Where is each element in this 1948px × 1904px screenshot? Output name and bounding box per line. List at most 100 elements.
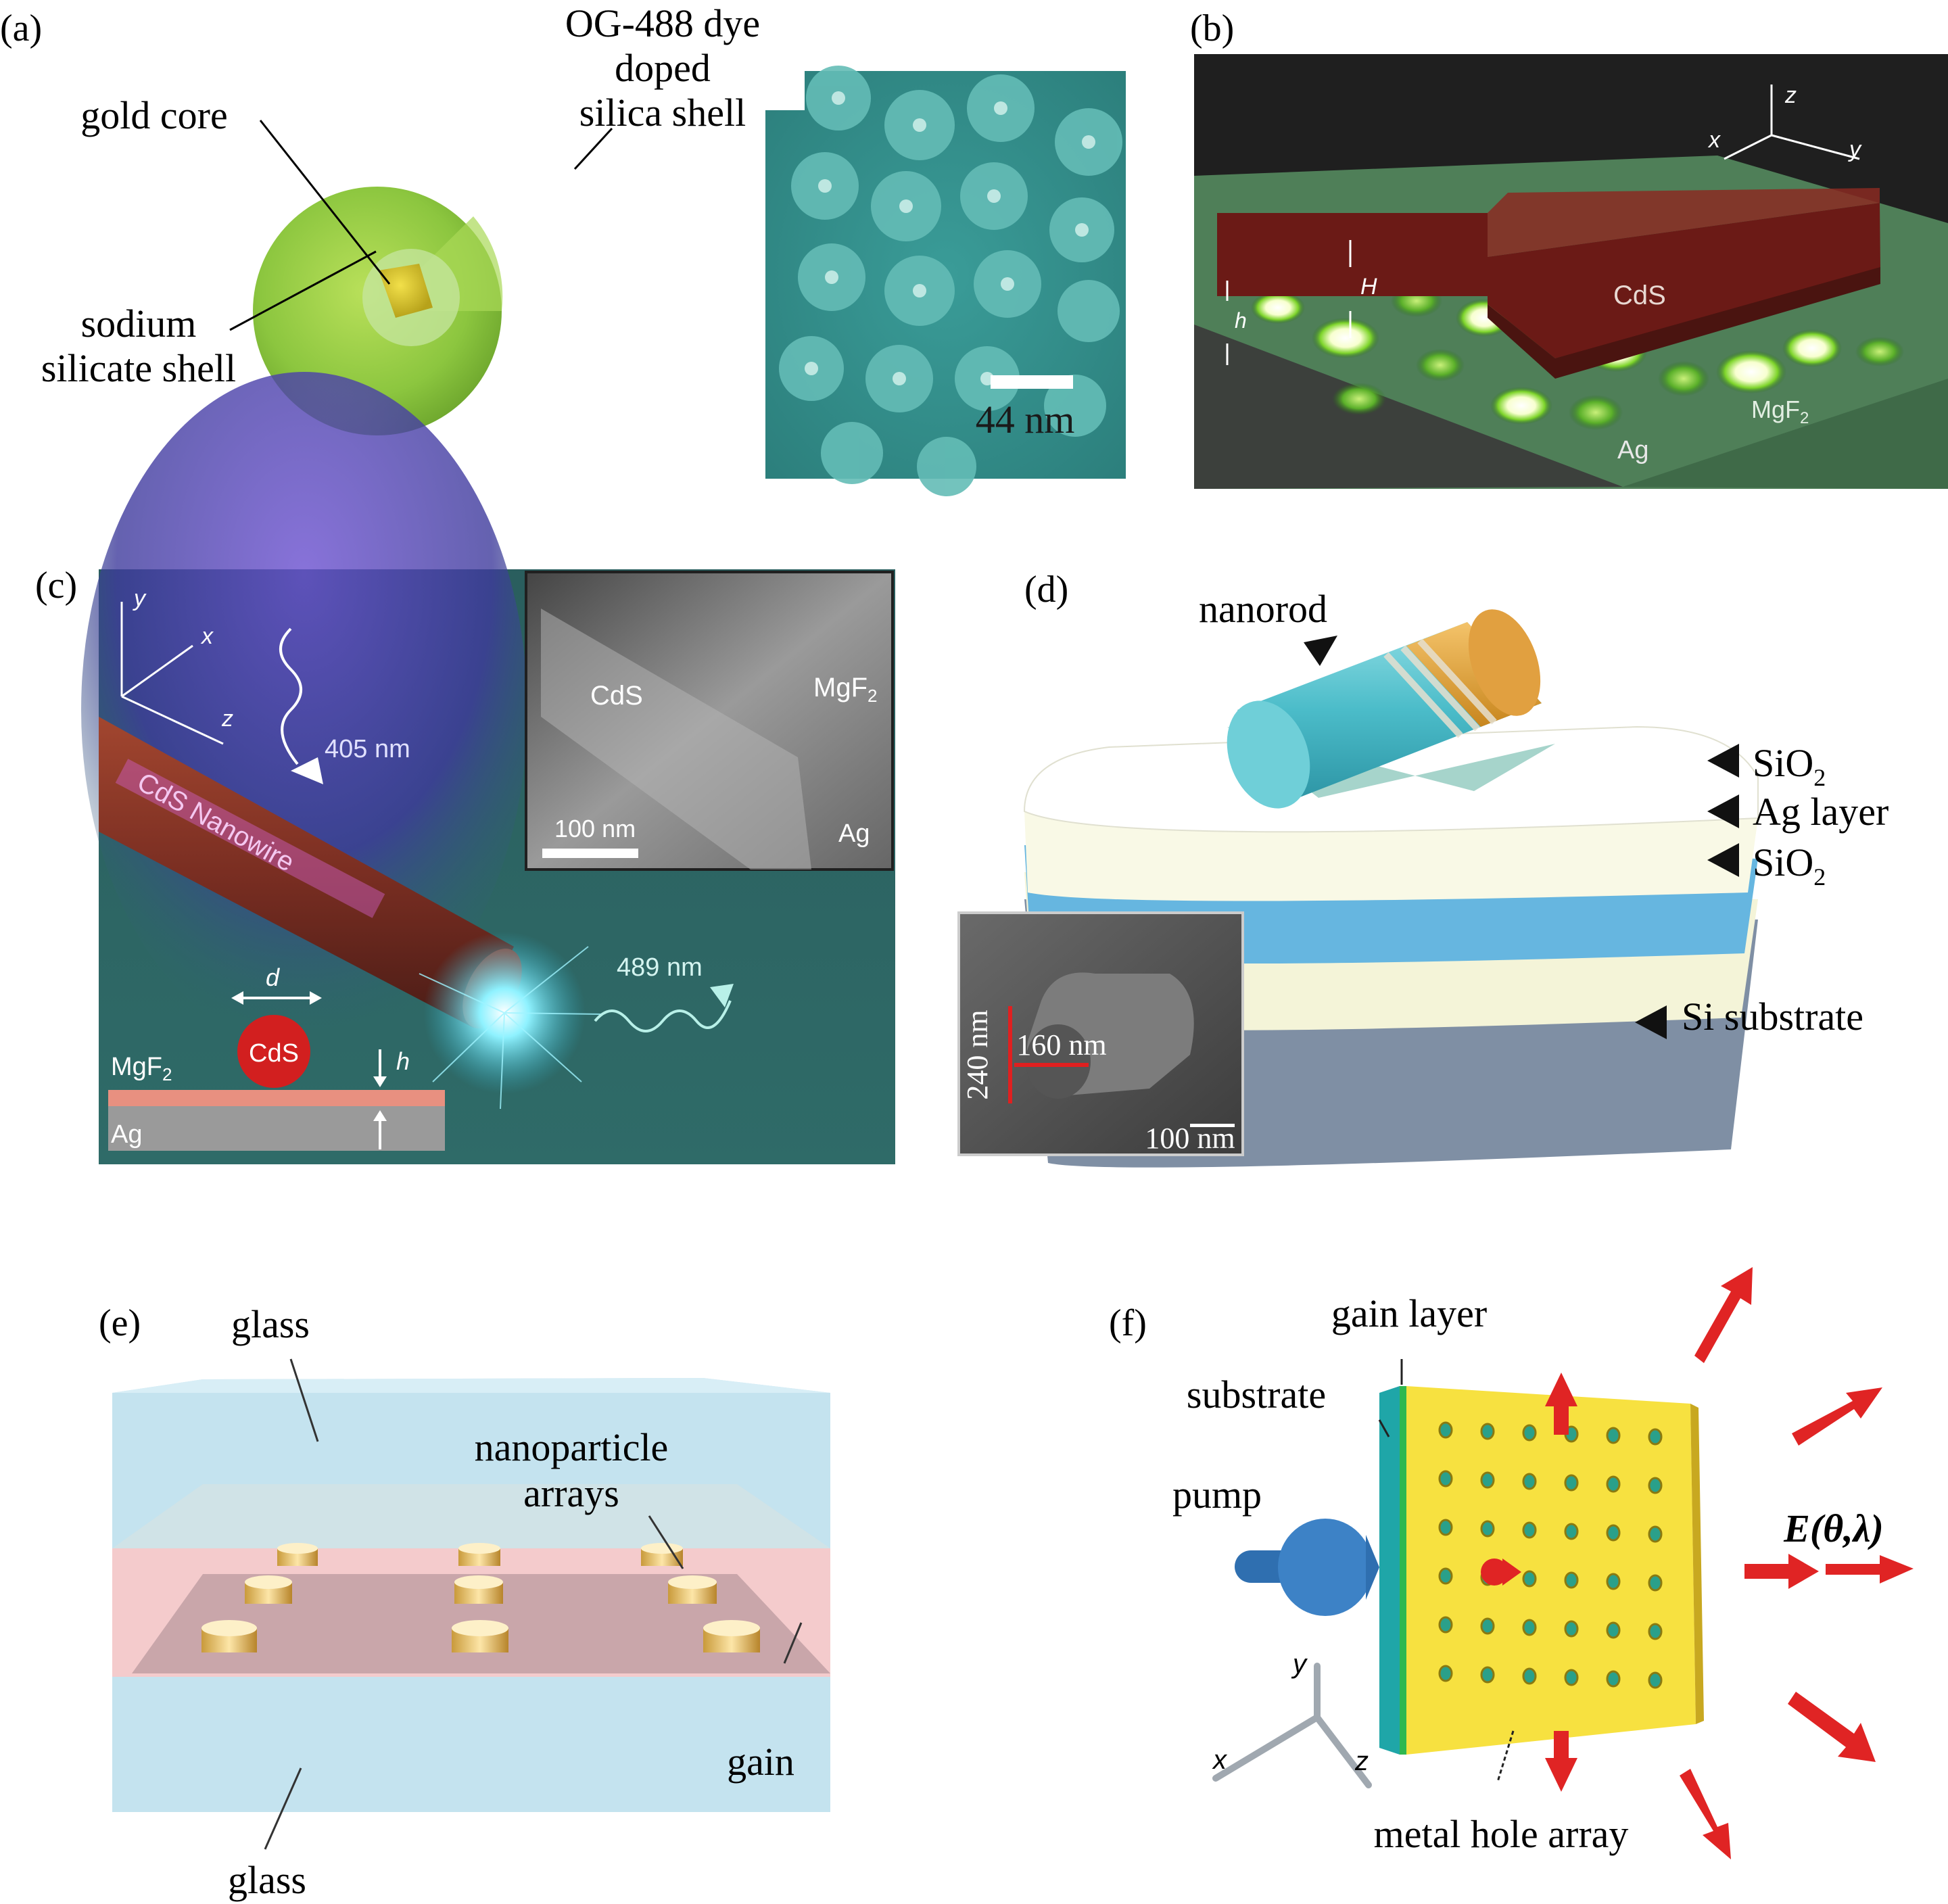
shell-label-line2: doped <box>615 46 711 90</box>
sodium-leader-line <box>229 250 377 331</box>
panel-e-label: (e) <box>99 1302 141 1344</box>
pump-label: pump <box>1172 1473 1262 1517</box>
field-label: E(θ,λ) <box>1783 1506 1884 1550</box>
nano-label-line1: nanoparticle <box>475 1425 669 1469</box>
metal-hole <box>1480 1471 1495 1489</box>
substrate-label: substrate <box>1187 1373 1326 1417</box>
metal-hole <box>1522 1667 1537 1685</box>
sio2-bottom-pointer <box>1707 843 1739 877</box>
panel-b-height-markers <box>1226 240 1352 365</box>
cds-cross-section <box>237 1015 310 1088</box>
metal-hole <box>1606 1573 1621 1590</box>
si-substrate-pointer <box>1635 1005 1667 1039</box>
panel-c-axis-y: y <box>133 586 147 611</box>
panel-e: (e) glass nanoparticle arrays gain glass <box>99 1302 830 1902</box>
ag-layer-pointer <box>1707 794 1739 828</box>
panel-b-axis-y: y <box>1848 137 1862 162</box>
emission-wave-arrow <box>594 1000 732 1032</box>
panel-c-axis-z: z <box>221 706 233 732</box>
sodium-label-line2: silicate shell <box>41 346 236 390</box>
nano-label-line2: arrays <box>523 1471 619 1515</box>
d-arrow-right <box>310 991 322 1005</box>
substrate-layer <box>1379 1386 1400 1755</box>
panel-c-label: (c) <box>35 565 77 606</box>
inset-nanorod-end <box>1026 1024 1091 1099</box>
pump-arrowhead <box>291 757 323 784</box>
shell-leader-line <box>573 127 613 170</box>
panel-f-axis-z: z <box>1354 1746 1369 1776</box>
metal-hole <box>1480 1520 1495 1538</box>
metal-hole <box>1438 1616 1453 1634</box>
metal-hole <box>1522 1521 1537 1539</box>
emission-arrowhead <box>710 984 734 1007</box>
metal-hole <box>1480 1617 1495 1635</box>
panel-b: (b) z y <box>1190 7 1948 489</box>
metal-hole <box>1438 1665 1453 1682</box>
panel-c-axes <box>120 602 224 745</box>
sio2-bottom-label: SiO2 <box>1753 840 1826 890</box>
metal-hole <box>1564 1523 1579 1540</box>
ag-layer-label: Ag layer <box>1753 790 1888 834</box>
metal-hole <box>1480 1423 1495 1440</box>
metal-hole <box>1606 1475 1621 1493</box>
sem-particle-cores <box>805 91 1095 385</box>
sem-scale-bar <box>991 375 1073 389</box>
metal-hole <box>1438 1470 1453 1488</box>
inset-height-label: 240 nm <box>961 1009 994 1099</box>
pump-beam-tip <box>1366 1535 1379 1600</box>
shell-label-line1: OG-488 dye <box>565 1 760 45</box>
ag-cross-section <box>108 1106 445 1151</box>
emission-arrows <box>1481 1267 1914 1859</box>
nanoparticle-disks <box>201 1543 760 1652</box>
metal-hole <box>1522 1424 1537 1442</box>
gain-layer-strip <box>1400 1386 1406 1755</box>
inset-ag-label: Ag <box>838 819 870 848</box>
sodium-label-line1: sodium <box>81 302 197 346</box>
h-arrow-up <box>373 1110 387 1121</box>
panel-f-axis-y: y <box>1291 1649 1308 1679</box>
inset-mgf2-label: MgF2 <box>813 673 877 706</box>
metal-plate <box>1406 1386 1696 1755</box>
pump-wavelength: 405 nm <box>325 735 410 763</box>
sem-scale-label: 44 nm <box>976 398 1075 442</box>
metal-hole <box>1564 1571 1579 1589</box>
metal-plate-edge <box>1690 1404 1704 1724</box>
metal-hole <box>1564 1474 1579 1492</box>
sio2-top-pointer <box>1707 744 1739 778</box>
substrate-leader <box>1378 1419 1390 1437</box>
metal-hole <box>1648 1428 1663 1446</box>
metal-hole <box>1606 1524 1621 1542</box>
cds-nanowire <box>99 717 514 1028</box>
metal-hole <box>1606 1621 1621 1639</box>
panel-d-inset-scale-label: 100 nm <box>1145 1122 1235 1155</box>
h-label: h <box>396 1047 410 1075</box>
metal-hole <box>1648 1574 1663 1592</box>
d-arrow-left <box>231 991 243 1005</box>
panel-f-axes <box>1212 1663 1372 1788</box>
cds-slab <box>1217 203 1880 358</box>
nanorod-cap-end <box>1468 609 1541 716</box>
cds-slab-top <box>1217 188 1880 257</box>
panel-f-axis-x: x <box>1212 1745 1228 1775</box>
si-substrate-label: Si substrate <box>1682 995 1863 1039</box>
metal-hole <box>1522 1570 1537 1588</box>
sio2-top-label: SiO2 <box>1753 741 1826 791</box>
metal-hole <box>1438 1519 1453 1536</box>
panel-b-ag-label: Ag <box>1617 436 1648 465</box>
panel-d-label: (d) <box>1024 569 1068 611</box>
panel-b-mgf2-label: MgF2 <box>1751 396 1809 427</box>
glass-top-label: glass <box>231 1302 310 1346</box>
metal-hole <box>1438 1421 1453 1439</box>
gain-leader <box>783 1622 803 1664</box>
panel-c-axis-x: x <box>200 623 214 649</box>
mgf2-right <box>1623 379 1948 489</box>
inset-cds-label: CdS <box>590 681 643 711</box>
inset-nanowire <box>541 609 811 870</box>
glass-top-leader <box>289 1358 319 1442</box>
metal-hole-leader <box>1496 1730 1515 1782</box>
sio2-top-layer <box>1024 811 1758 901</box>
metal-hole <box>1564 1620 1579 1638</box>
nanorod-end <box>1227 700 1310 809</box>
